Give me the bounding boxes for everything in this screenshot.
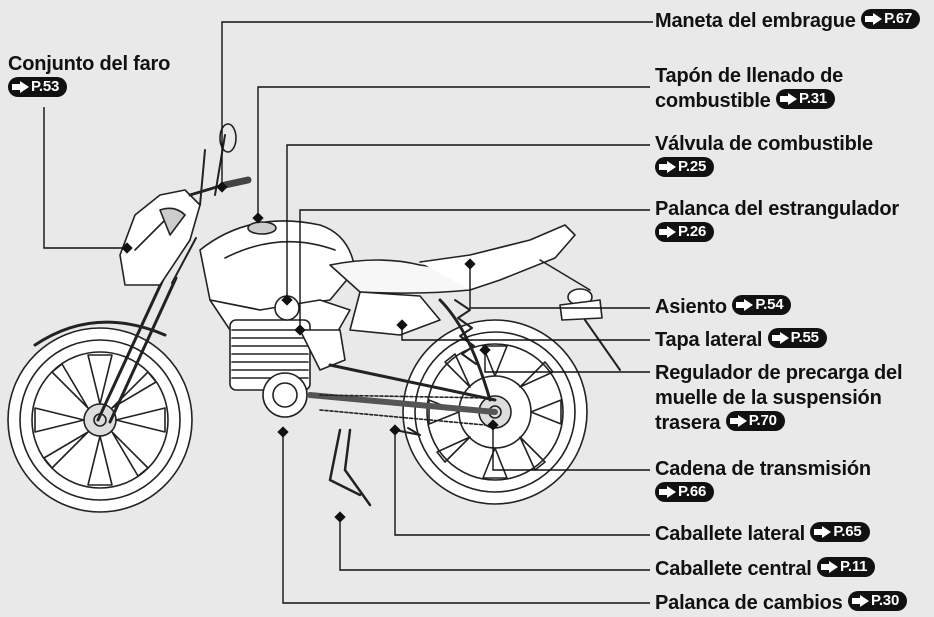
side-stand-page-ref[interactable]: P.65 <box>810 522 870 542</box>
label-gearshift-pedal: Palanca de cambios P.30 <box>655 591 908 616</box>
seat-page-ref[interactable]: P.54 <box>732 295 792 315</box>
label-spring-preload-adjuster: Regulador de precarga del muelle de la s… <box>655 362 903 434</box>
label-main-stand: Caballete central P.11 <box>655 557 876 582</box>
headlight-name: Conjunto del faro <box>8 53 171 75</box>
fuel-fill-cap-page-ref[interactable]: P.31 <box>775 89 836 109</box>
gearshift-page-ref[interactable]: P.30 <box>847 591 908 611</box>
headlight-page-ref[interactable]: P.53 <box>8 77 68 97</box>
label-headlight: Conjunto del faro P.53 <box>8 52 170 102</box>
front-wheel <box>7 327 193 513</box>
main-stand-page-ref[interactable]: P.11 <box>817 557 876 577</box>
label-fuel-valve: Válvula de combustible P.25 <box>655 133 873 177</box>
arrow-right-icon <box>814 526 832 538</box>
label-side-stand: Caballete lateral P.65 <box>655 522 870 547</box>
arrow-right-icon <box>771 332 789 344</box>
engine <box>229 295 346 418</box>
label-fuel-fill-cap: Tapón de llenado de combustible P.31 <box>655 65 844 112</box>
arrow-right-icon <box>779 93 797 105</box>
label-drive-chain: Cadena de transmisión P.66 <box>655 458 871 502</box>
arrow-right-icon <box>729 415 747 427</box>
fuel-valve-page-ref[interactable]: P.25 <box>655 157 715 177</box>
arrow-right-icon <box>659 486 676 498</box>
choke-lever-page-ref[interactable]: P.26 <box>655 222 715 242</box>
arrow-right-icon <box>659 226 676 238</box>
arrow-right-icon <box>736 299 754 311</box>
arrow-right-icon <box>851 595 869 607</box>
arrow-right-icon <box>12 81 29 93</box>
clutch-lever-page-ref[interactable]: P.67 <box>861 9 921 29</box>
side-cover-page-ref[interactable]: P.55 <box>767 328 827 348</box>
arrow-right-icon <box>659 161 676 173</box>
label-seat: Asiento P.54 <box>655 295 792 320</box>
arrow-right-icon <box>821 561 839 573</box>
label-choke-lever: Palanca del estrangulador P.26 <box>655 198 899 242</box>
arrow-right-icon <box>865 13 883 25</box>
label-clutch-lever: Maneta del embrague P.67 <box>655 9 921 34</box>
label-side-cover: Tapa lateral P.55 <box>655 328 827 353</box>
spring-preload-page-ref[interactable]: P.70 <box>725 411 785 431</box>
drive-chain-page-ref[interactable]: P.66 <box>655 482 715 502</box>
